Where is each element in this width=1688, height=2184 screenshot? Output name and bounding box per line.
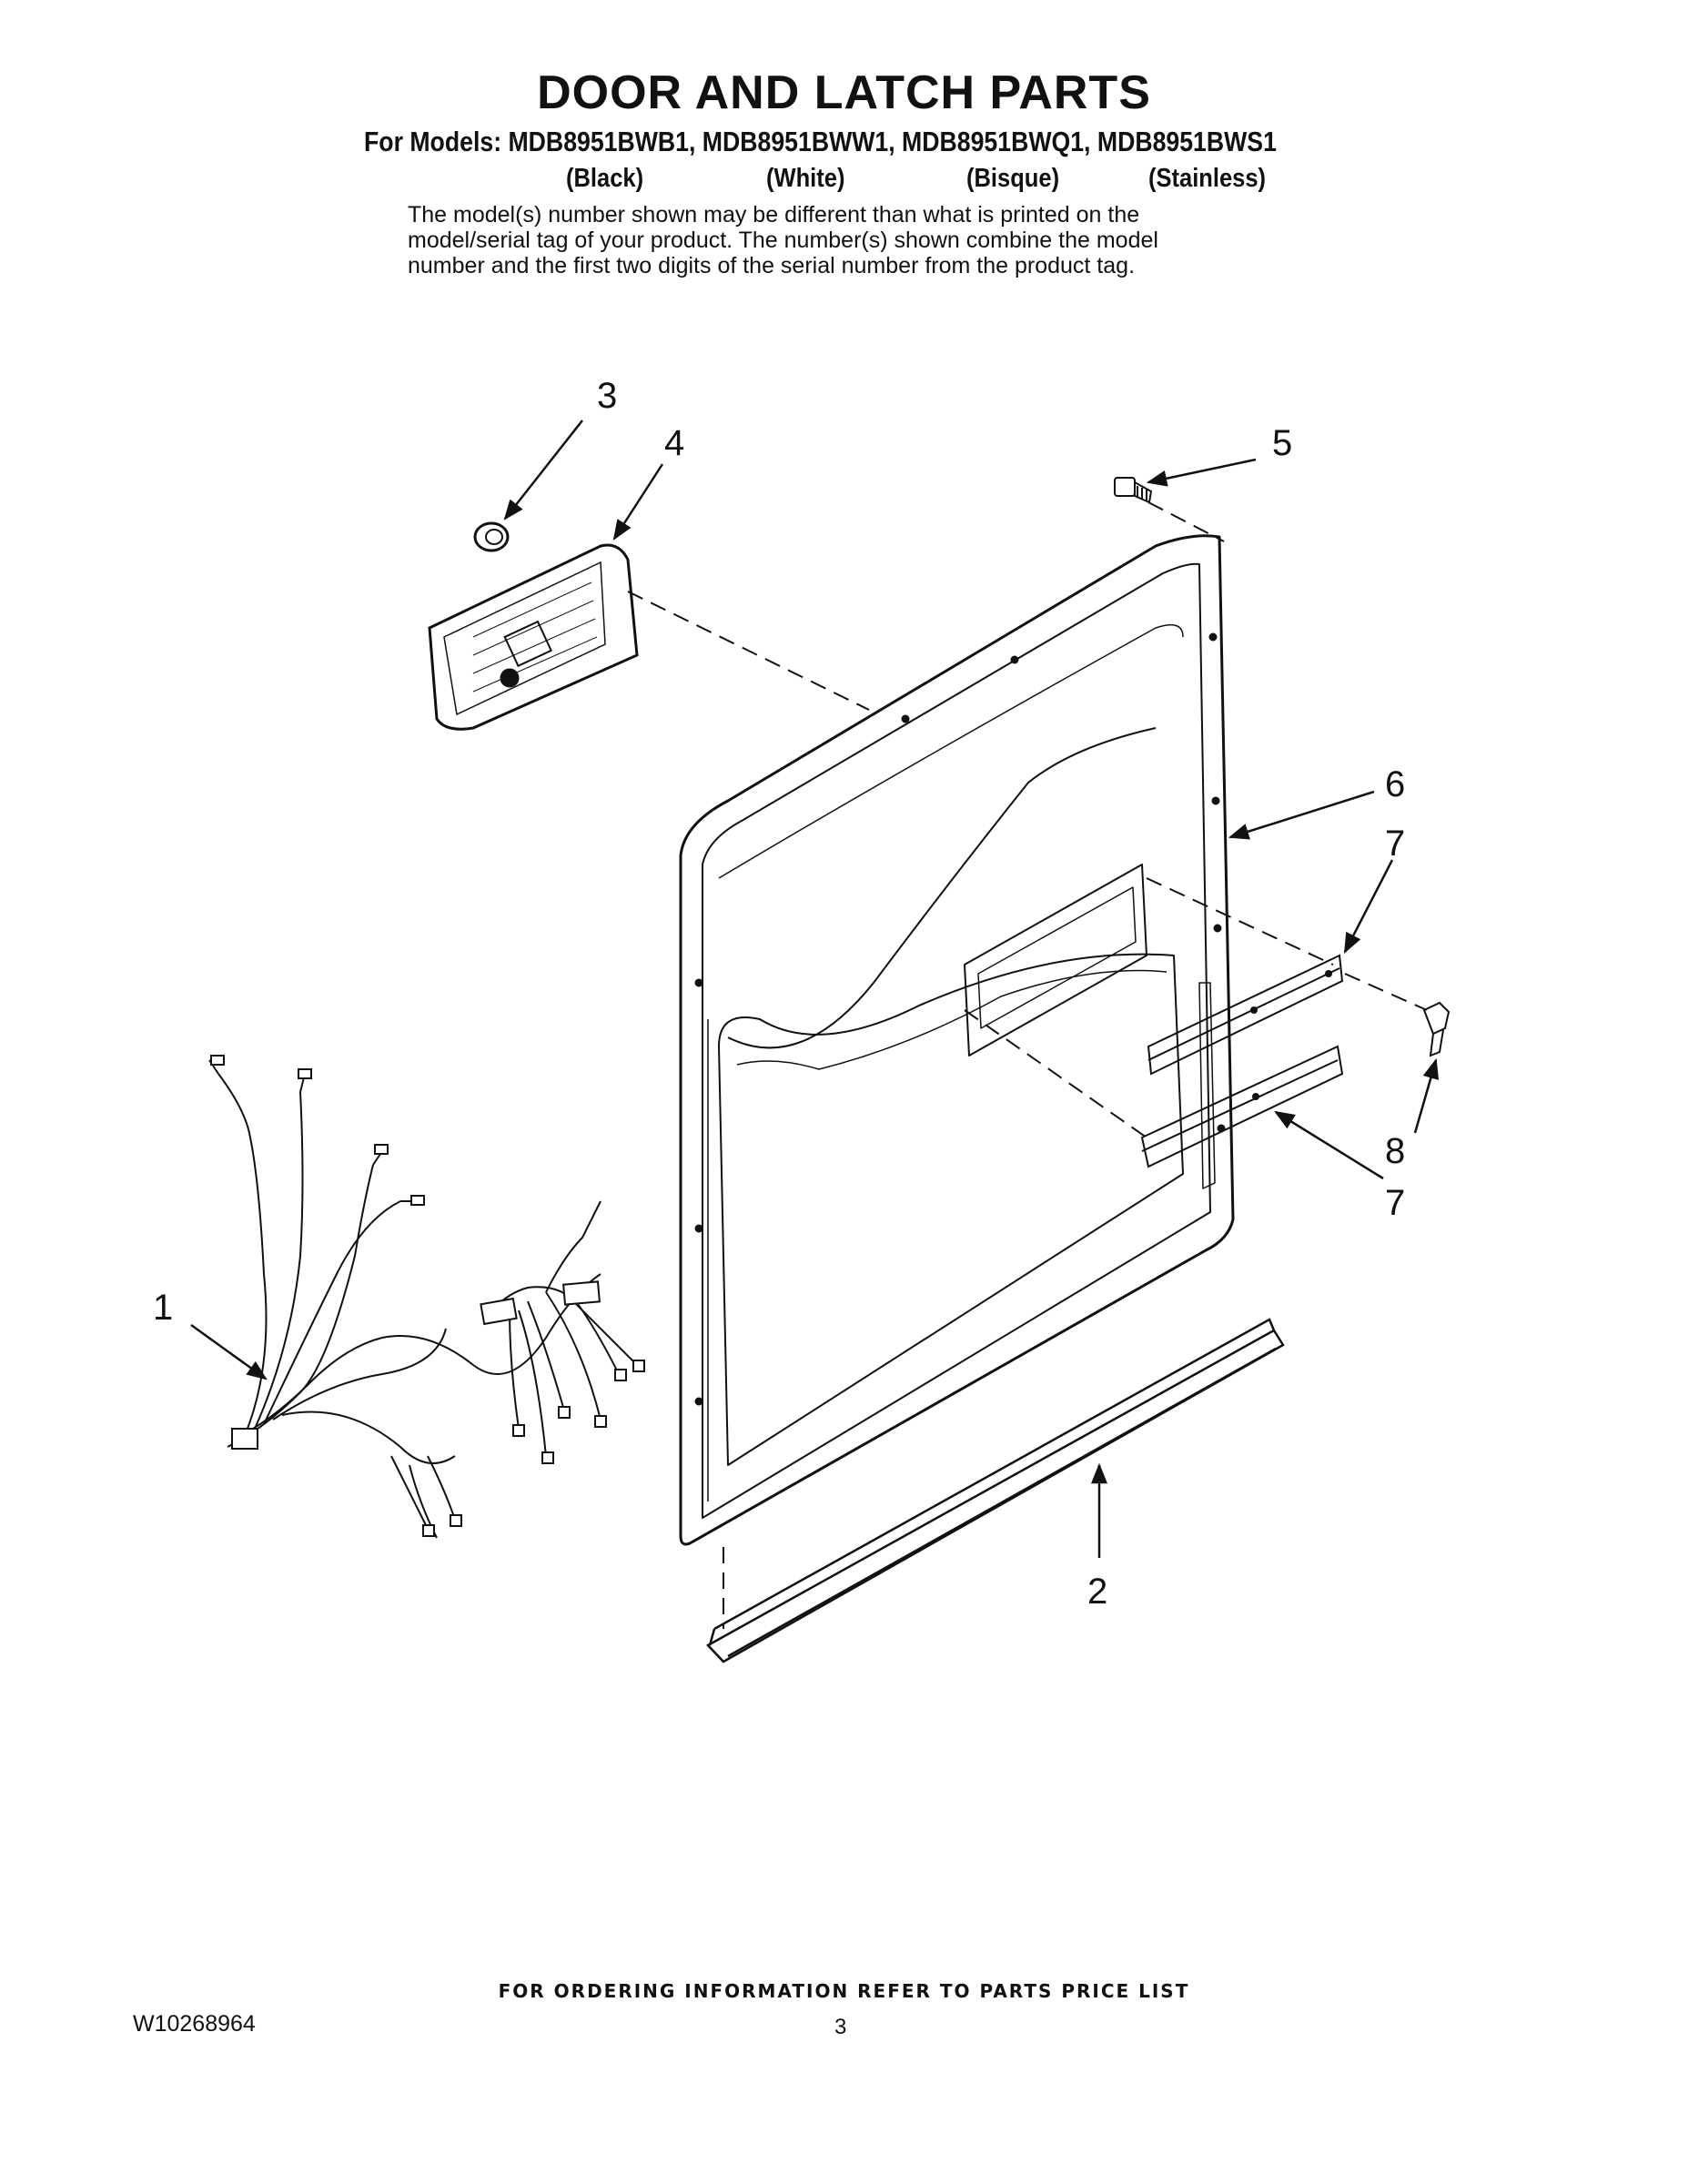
bottom-seal: [705, 1318, 1285, 1663]
door-outer-edge: [679, 534, 1235, 1546]
ordering-info: FOR ORDERING INFORMATION REFER TO PARTS …: [498, 1980, 1190, 2002]
alignment-line-side-screw: [1344, 973, 1428, 1011]
note-line: number and the first two digits of the s…: [408, 253, 1136, 278]
side-screw: [1422, 1001, 1450, 1057]
button-cap: [473, 521, 510, 552]
callout-6: 6: [1385, 764, 1405, 804]
wire-harness: [208, 1055, 645, 1539]
variant-black: (Black): [566, 164, 644, 193]
door-emboss: [718, 953, 1184, 1466]
leader-5: [1146, 458, 1257, 487]
callout-5: 5: [1272, 423, 1292, 463]
callout-7-lower: 7: [1385, 1183, 1405, 1223]
leader-8: [1413, 1057, 1440, 1134]
alignment-line-module: [627, 591, 870, 711]
note-line: The model(s) number shown may be differe…: [408, 202, 1140, 228]
variant-bisque: (Bisque): [966, 164, 1060, 193]
alignment-line-lower-bracket: [964, 1009, 1147, 1138]
door-upper-contour: [718, 623, 1184, 879]
callout-3: 3: [597, 376, 617, 416]
inner-door-panel: [679, 534, 1235, 1546]
door-vent-window: [964, 864, 1147, 1057]
alignment-line-upper-bracket: [1146, 877, 1334, 966]
upper-latch-bracket: [1147, 954, 1344, 1076]
top-screw: [1114, 477, 1153, 504]
leader-arrows: [190, 420, 1440, 1558]
door-right-channel: [1198, 982, 1216, 1189]
door-emboss-inner: [736, 969, 1167, 1070]
callout-2: 2: [1087, 1572, 1107, 1612]
lower-latch-bracket: [1140, 1045, 1344, 1168]
variant-white: (White): [766, 164, 845, 193]
leader-3: [503, 420, 583, 521]
callout-4: 4: [664, 423, 684, 463]
alignment-lines: [627, 501, 1428, 1629]
models-line: For Models: MDB8951BWB1, MDB8951BWW1, MD…: [364, 126, 1277, 157]
door-vent-inner: [977, 886, 1137, 1029]
control-module: [428, 543, 639, 731]
leader-7-lower: [1274, 1110, 1384, 1180]
document-number: W10268964: [133, 2011, 256, 2037]
page-number: 3: [834, 2015, 847, 2039]
leader-1: [190, 1323, 268, 1380]
callout-7-upper: 7: [1385, 824, 1405, 864]
leader-6: [1228, 790, 1375, 840]
leader-4: [612, 463, 664, 541]
variant-stainless: (Stainless): [1148, 164, 1267, 193]
page-title: DOOR AND LATCH PARTS: [537, 66, 1151, 119]
callout-1: 1: [153, 1288, 173, 1328]
door-inner-edge: [702, 562, 1211, 1519]
note-line: model/serial tag of your product. The nu…: [408, 228, 1158, 253]
alignment-line-top-screw: [1147, 501, 1225, 542]
callout-8: 8: [1385, 1131, 1405, 1171]
door-wave: [727, 727, 1157, 1049]
model-number-note: The model(s) number shown may be differe…: [408, 202, 1158, 278]
leader-7-upper: [1343, 859, 1394, 955]
